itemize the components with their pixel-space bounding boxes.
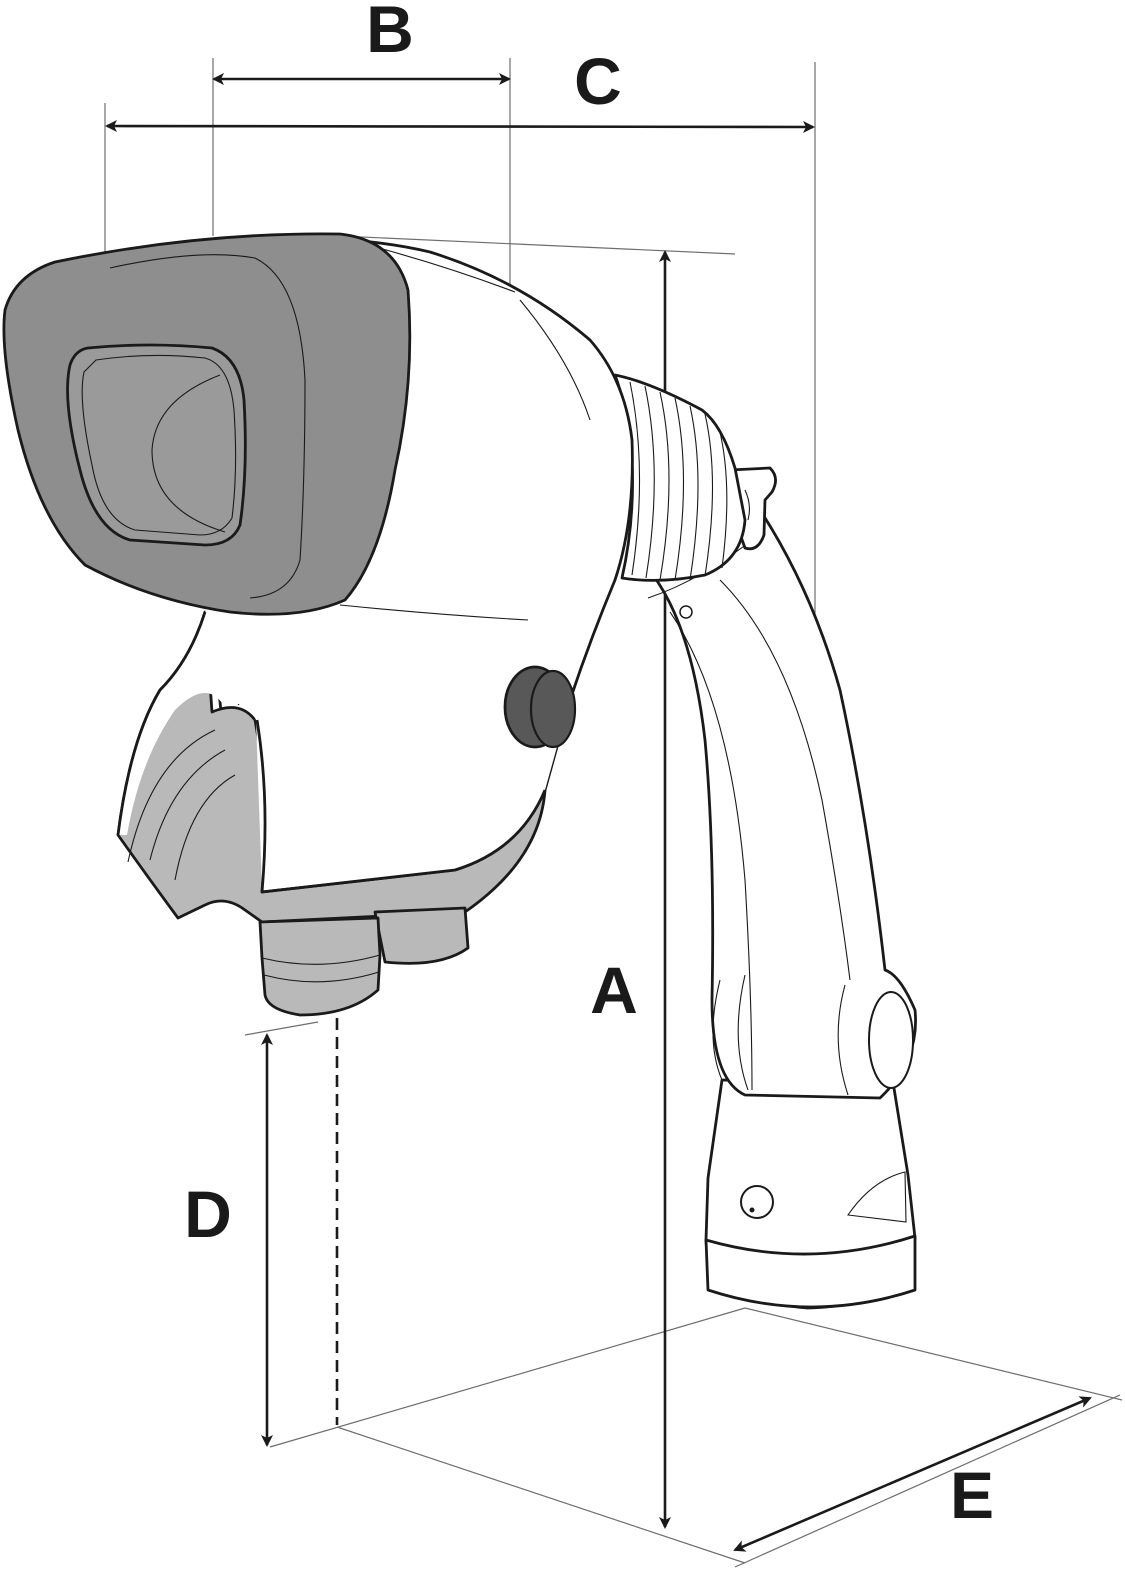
head-mid-contour: [339, 604, 529, 621]
label-e: E: [950, 1458, 994, 1532]
base-screw-dot: [749, 1207, 755, 1213]
eyepiece-lens-curve: [151, 374, 226, 533]
stand-base-ring: [704, 1234, 917, 1309]
base-screw: [740, 1185, 774, 1219]
clamp-detail: [744, 489, 751, 521]
focus-knob: [503, 665, 577, 749]
floor-left-edge: [336, 1426, 746, 1564]
shell-edge: [255, 719, 547, 894]
label-b: B: [366, 0, 414, 66]
label-c: C: [574, 44, 622, 118]
arm-inner-line: [669, 611, 753, 1091]
arm-pivot-knob: [868, 991, 914, 1089]
microscope-head: [2, 232, 634, 1017]
stand-arm: [638, 466, 917, 1310]
eyepiece-window-rim: [81, 354, 237, 536]
floor-front-edge: [734, 1394, 1121, 1568]
base-notch: [847, 1171, 907, 1223]
objective-rings: [261, 954, 381, 983]
objective-cylinder-right: [373, 906, 470, 965]
head-left-edge: [116, 611, 207, 836]
floor-right-edge: [744, 1307, 1123, 1401]
arm-lower-grip-right: [837, 984, 849, 1096]
guide-d-top: [244, 1021, 319, 1036]
bellows-neck: [613, 373, 747, 582]
shell-curves: [127, 729, 236, 881]
objective-cylinder: [258, 916, 382, 1017]
arm-highlight: [719, 579, 851, 981]
eyepiece-inner-contour: [109, 254, 306, 599]
arm-lower-grip: [712, 974, 749, 1091]
dimension-c-arrow: [105, 120, 815, 133]
arm-small-screw: [679, 605, 693, 619]
floor-back-edge: [269, 1307, 746, 1448]
bellows-ridges: [629, 381, 728, 581]
dimension-labels: B C A D E: [184, 0, 994, 1532]
shell-upper-white: [118, 605, 570, 890]
label-d: D: [184, 1177, 232, 1251]
dimension-e-arrow: [733, 1396, 1092, 1552]
eyepiece-window: [66, 343, 247, 547]
head-shoulder-contour: [519, 299, 591, 421]
label-a: A: [590, 953, 638, 1027]
